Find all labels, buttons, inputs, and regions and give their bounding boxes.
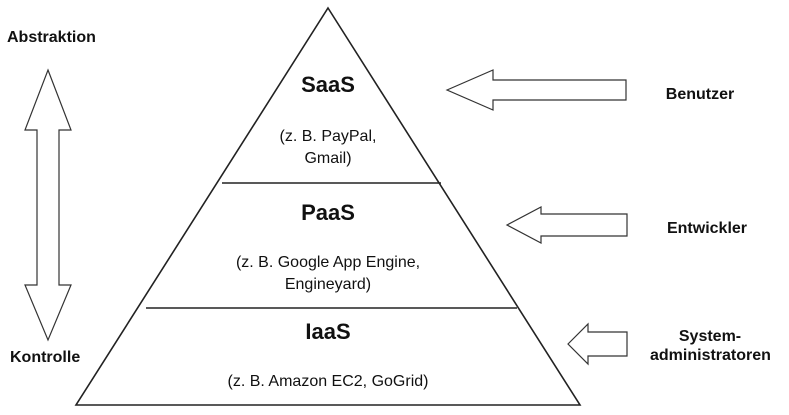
arrow-benutzer-icon <box>445 69 627 111</box>
layer-title-paas: PaaS <box>301 200 355 225</box>
abstraction-label: Abstraktion <box>7 29 96 46</box>
layer-example-saas-line2: Gmail) <box>304 150 352 167</box>
role-label-benutzer: Benutzer <box>665 86 735 103</box>
layer-example-saas-line1: (z. B. PayPal, <box>279 128 377 145</box>
role-label-entwickler: Entwickler <box>666 220 748 237</box>
layer-example-iaas: (z. B. Amazon EC2, GoGrid) <box>227 373 429 390</box>
layer-example-paas-line2: Engineyard) <box>284 276 372 293</box>
arrow-entwickler-icon <box>505 206 628 244</box>
layer-title-iaas: IaaS <box>305 319 351 344</box>
role-label-system-line1: System- <box>678 328 742 345</box>
arrow-systemadmin-icon <box>567 322 628 366</box>
layer-example-paas-line1: (z. B. Google App Engine, <box>235 254 421 271</box>
control-label: Kontrolle <box>10 349 81 366</box>
layer-title-saas: SaaS <box>301 72 355 97</box>
role-label-system-line2: administratoren <box>650 347 771 364</box>
pyramid-outline <box>74 6 582 406</box>
double-headed-arrow-icon <box>24 68 72 342</box>
